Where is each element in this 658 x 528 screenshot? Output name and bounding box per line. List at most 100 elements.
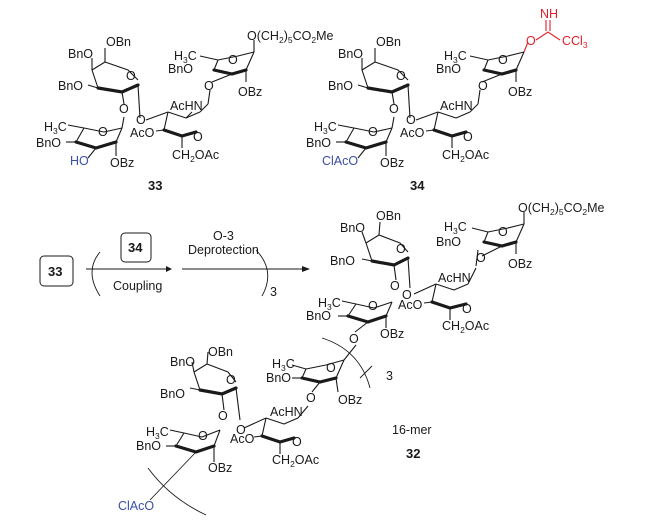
bno-label: BnO (330, 254, 355, 268)
bno-fuc-label: BnO (306, 136, 331, 150)
start-compound-label: 33 (48, 264, 62, 279)
obz-rha-label: OBz (508, 85, 532, 99)
fucose-ring-upper (338, 300, 393, 333)
bno-label: BnO (266, 371, 291, 385)
reagent-compound-label: 34 (128, 240, 143, 255)
trichloromethyl-label: CCl3 (562, 34, 588, 50)
reagent-compound-box (120, 232, 152, 263)
ring-o-label: O (126, 69, 136, 83)
reaction-arrow-section: 33 34 Coupling O-3 Deprotection 3 (39, 229, 310, 299)
compound-32-number: 32 (406, 446, 420, 461)
ring-o-label: O (498, 225, 508, 239)
obn-6-label: OBn (376, 35, 401, 49)
obn-label: OBn (376, 209, 401, 223)
glcnac-ring-upper (413, 267, 477, 320)
repeat-3-label: 3 (386, 369, 393, 383)
imidate-nh-label: NH (540, 7, 558, 21)
galactose-ring (357, 48, 411, 119)
imidate-o-label: O (526, 34, 536, 48)
rhamnose-ring-upper (471, 212, 525, 267)
start-compound-box (39, 255, 74, 287)
h3c-label: H3C (272, 357, 295, 373)
ring-o-label: O (98, 125, 108, 139)
bno-fuc-label: BnO (36, 136, 61, 150)
fucose-ring (336, 116, 395, 159)
hydroxyl-label: HO (70, 154, 89, 168)
aco-label: AcO (230, 432, 255, 446)
close-parenthesis (255, 249, 269, 297)
fucose-ring (66, 116, 125, 159)
ring-o-label: O (198, 429, 208, 443)
obn-label: OBn (208, 345, 233, 359)
bond-crossing (359, 365, 373, 379)
ch2oac-label: CH2OAc (272, 453, 319, 469)
o-link-3: O (478, 79, 488, 93)
ring-o-label: O (193, 130, 203, 144)
obz-label: OBz (208, 461, 232, 475)
compound-34: OBn BnO BnO O O H3C BnO O ClAcO OBz (306, 7, 588, 193)
glcnac-ring-lower (243, 405, 309, 454)
repeat-count-label: 3 (270, 285, 277, 299)
achn-label: AcHN (438, 271, 471, 285)
ring-o-label: O (226, 373, 236, 387)
aco-label: AcO (400, 126, 425, 140)
bno-4-label: BnO (338, 47, 363, 61)
h3c-rha-label: H3C (444, 49, 467, 65)
achn-label: AcHN (440, 99, 473, 113)
h3c-label: H3C (146, 425, 169, 441)
h3c-label: H3C (318, 296, 341, 312)
o3-label: O-3 (213, 229, 234, 243)
achn-label: AcHN (270, 405, 303, 419)
compound-33-number: 33 (148, 178, 162, 193)
o-link-2: O (406, 113, 416, 127)
galactose-ring-lower (189, 351, 241, 421)
fucose-ring-lower (149, 429, 221, 501)
ring-o-label: O (396, 69, 406, 83)
bno-rha-label: BnO (168, 62, 193, 76)
bno-label: BnO (160, 387, 185, 401)
galactose-ring-upper (361, 221, 411, 289)
o-link-label: O (390, 279, 400, 293)
ring-o-label: O (368, 299, 378, 313)
ring-o-label: O (368, 125, 378, 139)
h3c-label: H3C (314, 120, 337, 136)
obz-label: OBz (338, 393, 362, 407)
compound-34-number: 34 (410, 178, 425, 193)
bno-label: BnO (136, 439, 161, 453)
o-link-label: O (402, 288, 412, 302)
compound-33: OBn BnO BnO O O H3C BnO O HO OBz (36, 29, 333, 193)
ch2oac-label: CH2OAc (172, 148, 219, 164)
ring-o-label: O (326, 361, 336, 375)
o-link-label: O (236, 423, 246, 437)
bno-3-label: BnO (58, 79, 83, 93)
chloroacetyl-label: ClAcO (118, 499, 154, 513)
o-link-label: O (476, 251, 486, 265)
obz-label: OBz (380, 327, 404, 341)
o-link-2: O (136, 113, 146, 127)
obn-6-label: OBn (106, 35, 131, 49)
obz-rha-label: OBz (238, 85, 262, 99)
rhamnose-ring (469, 20, 561, 105)
h3c-label: H3C (444, 220, 467, 236)
glcnac-ring (145, 103, 209, 148)
arrowhead-icon (166, 266, 172, 272)
bno-3-label: BnO (328, 79, 353, 93)
aglycone-label: O(CH2)5CO2Me (247, 29, 333, 45)
arrowhead-icon (302, 266, 310, 272)
obz-label: OBz (508, 257, 532, 271)
bno-label: BnO (436, 235, 461, 249)
aglycone-label: O(CH2)5CO2Me (518, 201, 604, 217)
ch2oac-label: CH2OAc (442, 148, 489, 164)
bno-label: BnO (170, 355, 195, 369)
o-link-1: O (119, 102, 129, 116)
achn-label: AcHN (170, 99, 203, 113)
o-link-label: O (306, 391, 316, 405)
deprotection-label: Deprotection (188, 243, 259, 257)
ring-o-label: O (463, 130, 473, 144)
compound-32: OBn BnO BnO O O H3C BnO O O OBz (118, 201, 604, 516)
obz-fuc-label: OBz (380, 156, 404, 170)
bno-rha-label: BnO (436, 62, 461, 76)
ring-o-label: O (292, 435, 302, 449)
rhamnose-ring (199, 40, 255, 105)
